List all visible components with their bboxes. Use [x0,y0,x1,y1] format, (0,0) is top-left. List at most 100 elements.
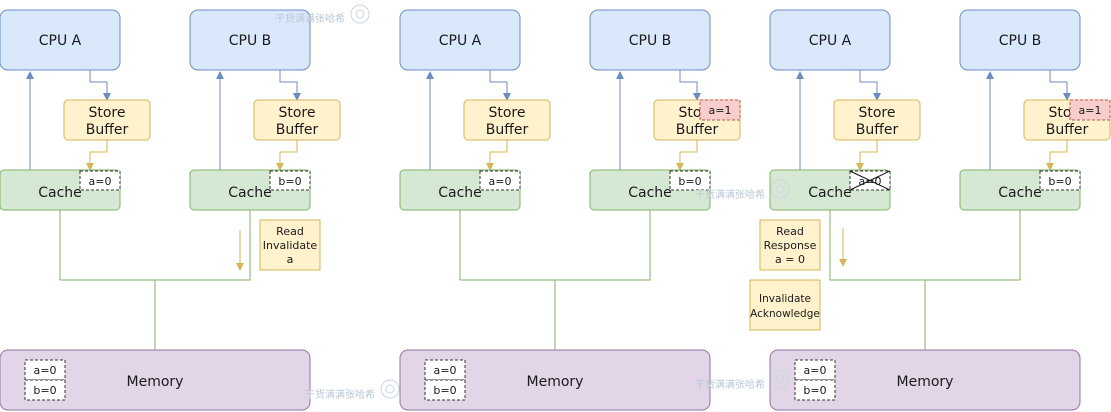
read-response-line-2: Response [764,239,817,252]
store-buffer-a-line-2: Buffer [856,122,899,138]
store-buffer-b-line-2: Buffer [676,122,719,138]
cache-a-label: Cache [38,185,82,201]
cache-b-entry-value: b=0 [278,175,301,188]
cpu-b-box [959,9,1081,71]
cache-a-label: Cache [438,185,482,201]
store-buffer-a-line-1: Store [88,105,125,121]
memory-entry-b [794,379,836,401]
cpu-b-label: CPU B [629,33,672,49]
store-buffer-a-line-2: Buffer [86,122,129,138]
memory-box [399,349,711,411]
panel-3: CPU A CPU B Store Buffer Store Buffer a=… [749,9,1111,411]
store-buffer-b-line-2: Buffer [1046,122,1089,138]
message-line-1: Read [276,225,304,238]
memory-entry-b [24,379,66,401]
cpu-a-label: CPU A [439,33,482,49]
memory-entry-b-value: b=0 [803,384,826,397]
watermark: 干货满满张哈希 [305,379,400,401]
memory-box [769,349,1081,411]
memory-entry-b-value: b=0 [33,384,56,397]
cpu-a-box [399,9,521,71]
cache-a-entry [79,170,121,191]
invalidate-ack-box [749,279,821,331]
read-response-line-3: a = 0 [775,253,805,266]
bus-lines [459,210,651,350]
message-line-2: Invalidate [263,239,318,252]
memory-entry-a-value: a=0 [434,364,457,377]
cache-b-entry [669,170,711,191]
cpu-b-label: CPU B [229,33,272,49]
panel-1: CPU A CPU B Store Buffer Store Buffer Ca… [0,9,341,411]
store-buffer-b [253,99,341,141]
watermark-text: 干货满满张哈希 [305,388,375,401]
cache-b-label: Cache [628,185,672,201]
message-box [259,219,321,271]
cpu-a-label: CPU A [809,33,852,49]
memory-label: Memory [897,374,954,390]
watermark-text: 干货满满张哈希 [695,188,765,201]
store-buffer-b-line-1: Store [278,105,315,121]
memory-entry-b-value: b=0 [433,384,456,397]
cache-b-entry-value: b=0 [678,175,701,188]
store-buffer-b-entry-value: a=1 [709,104,732,117]
invalidate-ack-line-2: Acknowledge [750,308,820,320]
cpu-a-to-store-arrow [89,70,111,101]
bus-lines [829,210,1021,350]
store-b-to-cache-arrow [676,140,698,171]
cpu-a-to-store-arrow [489,70,511,101]
cpu-b-box [189,9,311,71]
cache-a-entry [479,170,521,191]
watermark: 干货满满张哈希 [695,179,790,201]
memory-entry-b [424,379,466,401]
watermark-text: 干货满满张哈希 [275,12,345,25]
store-b-to-cache-arrow [1046,140,1068,171]
store-buffer-a [833,99,921,141]
store-buffer-a-line-2: Buffer [486,122,529,138]
store-buffer-a [463,99,551,141]
cpu-b-box [589,9,711,71]
bus-lines [59,210,251,350]
invalidate-ack-line-1: Invalidate [759,293,811,305]
cache-b-label: Cache [998,185,1042,201]
read-response-box [759,219,821,271]
store-b-to-cache-arrow [276,140,298,171]
cache-a-label: Cache [808,185,852,201]
watermark: 干货满满张哈希 [695,369,790,391]
store-buffer-b-entry [699,99,741,121]
memory-label: Memory [527,374,584,390]
store-buffer-a-line-1: Store [488,105,525,121]
panel-2: CPU A CPU B Store Buffer Store Buffer a=… [399,9,741,411]
cache-b-entry [269,170,311,191]
store-buffer-b-entry [1069,99,1111,121]
cpu-a-to-store-arrow [859,70,881,101]
store-buffer-b-entry-value: a=1 [1079,104,1102,117]
watermark: 干货满满张哈希 [275,4,370,25]
read-response-line-1: Read [776,225,804,238]
store-buffer-a-line-1: Store [858,105,895,121]
store-buffer-b-line-2: Buffer [276,122,319,138]
cpu-a-box [769,9,891,71]
cpu-b-to-store-arrow [1049,70,1071,101]
cache-b-label: Cache [228,185,272,201]
cache-a-entry-value: a=0 [89,175,112,188]
cache-a-entry-value: a=0 [489,175,512,188]
memory-box [0,349,311,411]
cpu-b-label: CPU B [999,33,1042,49]
cache-a-entry-invalidated-cross [849,170,891,191]
store-a-to-cache-arrow [86,140,108,171]
memory-label: Memory [127,374,184,390]
cpu-b-to-store-arrow [679,70,701,101]
memory-entry-a-value: a=0 [804,364,827,377]
cache-b-entry [1039,170,1081,191]
memory-entry-a-value: a=0 [34,364,57,377]
store-a-to-cache-arrow [486,140,508,171]
cache-b-entry-value: b=0 [1048,175,1071,188]
store-a-to-cache-arrow [856,140,878,171]
store-buffer-a [63,99,151,141]
message-line-3: a [287,253,294,266]
cpu-a-label: CPU A [39,33,82,49]
cpu-a-box [0,9,121,71]
cpu-b-to-store-arrow [279,70,301,101]
watermark-text: 干货满满张哈希 [695,378,765,391]
